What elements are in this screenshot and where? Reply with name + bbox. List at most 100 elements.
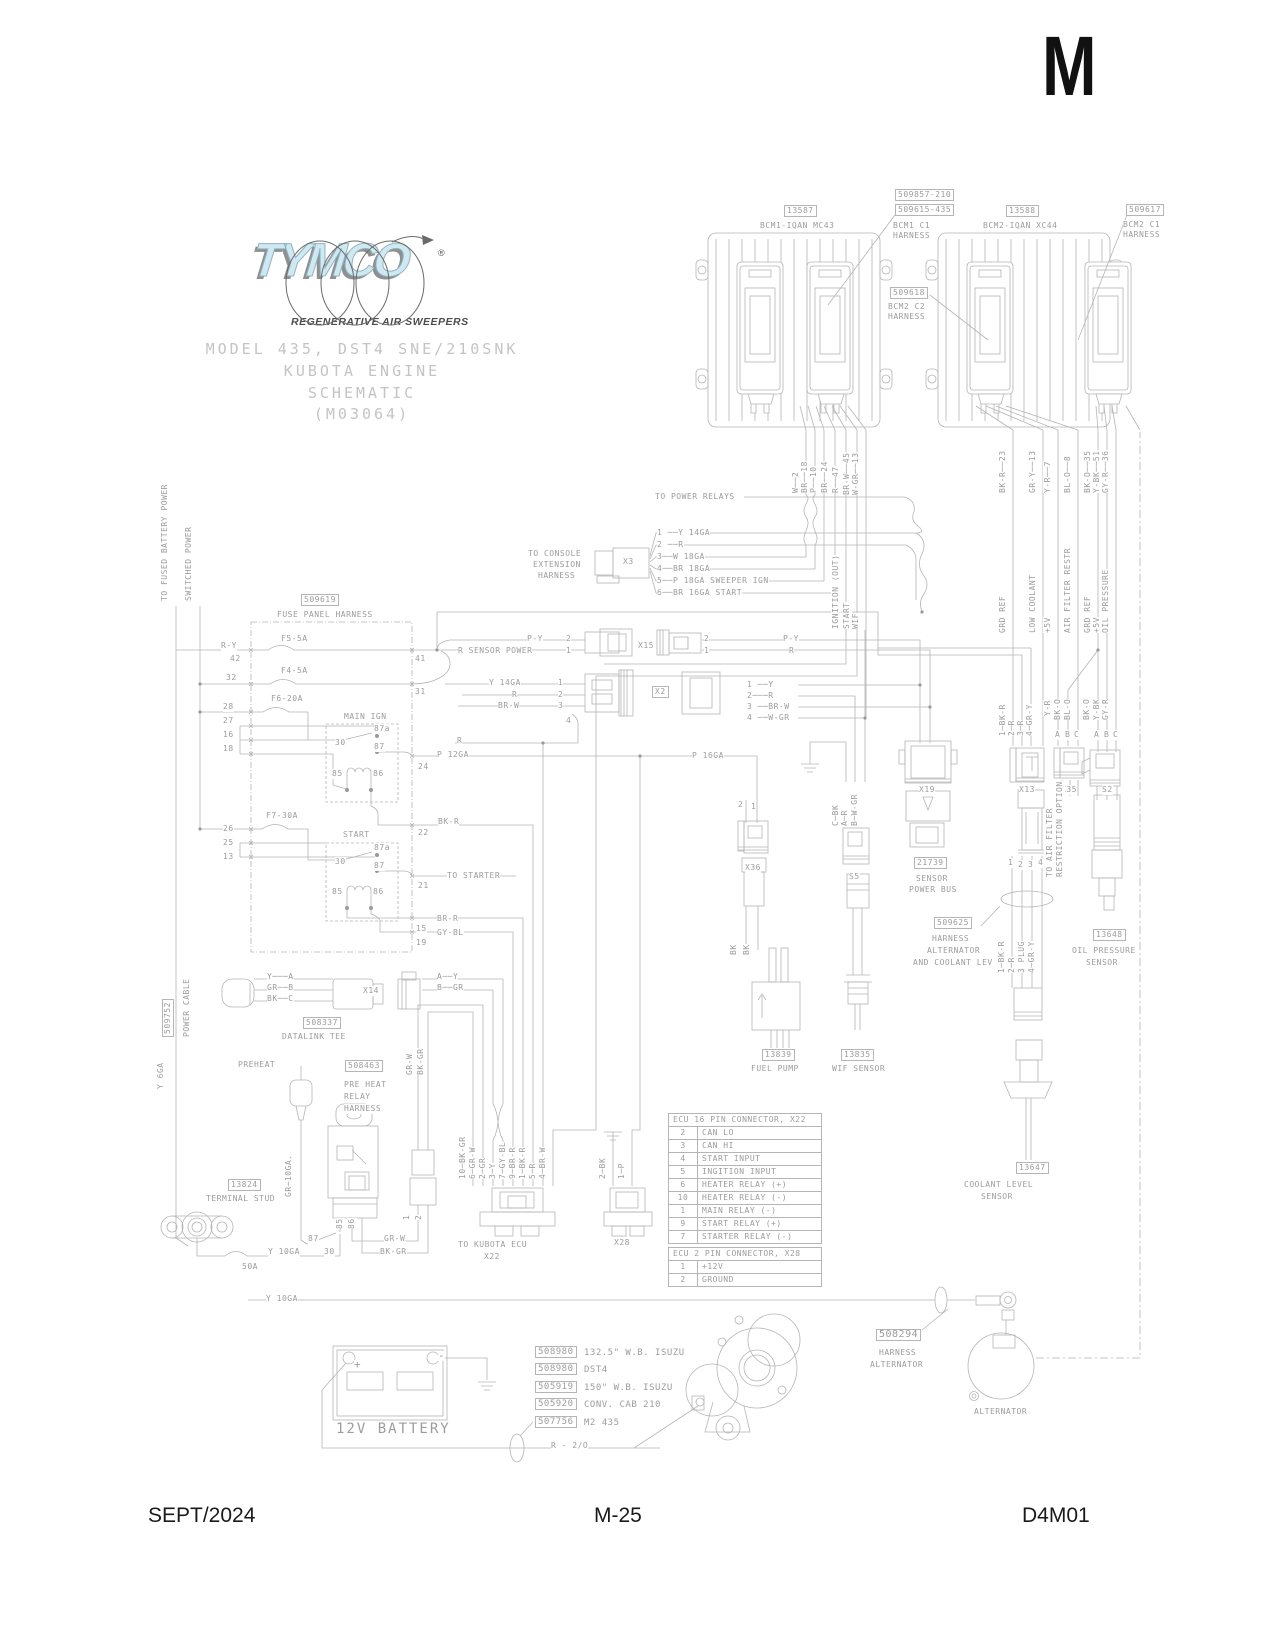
pin-number-cell: 2 — [668, 1126, 698, 1140]
fuse-label: F6-20A — [271, 694, 303, 704]
diagram-label: BCM2 C2 — [888, 302, 926, 312]
diagram-label: BR-R — [437, 914, 459, 924]
part-desc-label: M2 435 — [584, 1418, 620, 1428]
diagram-label: BK-O — [1053, 698, 1063, 720]
diagram-label: R — [512, 690, 518, 700]
pin-number-cell: 5 — [668, 1165, 698, 1179]
diagram-label: 30 — [335, 738, 346, 748]
diagram-label: PREHEAT — [238, 1060, 276, 1070]
diagram-label: 31 — [415, 687, 426, 697]
diagram-label: 86 — [373, 769, 384, 779]
logo-tagline: REGENERATIVE AIR SWEEPERS — [291, 316, 469, 328]
diagram-label: 85 — [335, 1218, 345, 1229]
diagram-label: TO KUBOTA ECU — [458, 1240, 528, 1250]
diagram-label: A — [1094, 730, 1100, 740]
connector-label-x36: X36 — [745, 863, 761, 873]
diagram-label: HARNESS — [888, 312, 926, 322]
diagram-label: SENSOR — [981, 1192, 1013, 1202]
diagram-label: HARNESS — [1123, 230, 1161, 240]
diagram-label: OIL PRESSURE — [1101, 569, 1111, 633]
diagram-label: Y───A — [267, 972, 294, 982]
diagram-label: 1 — [566, 646, 572, 656]
part-label: 21739 — [914, 857, 947, 869]
diagram-label: A — [1055, 730, 1061, 740]
connector-label-x19: X19 — [919, 785, 935, 795]
diagram-label: BCM2 C1 — [1123, 220, 1161, 230]
pin-number-cell: 2 — [668, 1273, 698, 1287]
diagram-label: R SENSOR POWER — [458, 646, 533, 656]
diagram-label: P──10 — [809, 466, 819, 493]
diagram-label: B — [1065, 730, 1071, 740]
diagram-label: P 12GA — [437, 750, 469, 760]
diagram-label: A─R — [840, 810, 850, 826]
pin-function-cell: HEATER RELAY (-) — [697, 1191, 822, 1205]
diagram-label: 26 — [223, 824, 234, 834]
diagram-label: R — [789, 646, 795, 656]
diagram-label: BK — [729, 944, 739, 955]
diagram-label: A──Y — [437, 972, 459, 982]
pin-number-cell: 1 — [668, 1204, 698, 1218]
diagram-label: BK-R — [438, 817, 460, 827]
diagram-label: Y 14GA — [489, 678, 521, 688]
diagram-label: POWER CABLE — [182, 978, 192, 1037]
diagram-label: COOLANT LEVEL — [964, 1180, 1034, 1190]
diagram-label: GR-W — [384, 1234, 406, 1244]
part-desc-label: CONV. CAB 210 — [584, 1400, 661, 1410]
connector-label-x2: X2 — [652, 686, 669, 698]
part-label: 509625 — [934, 917, 972, 929]
diagram-label: 86 — [347, 1218, 357, 1229]
diagram-label: 4─BR-W — [538, 1147, 548, 1179]
tymco-logo: TYMCO — [250, 233, 411, 287]
diagram-label: Y-R──7 — [1043, 461, 1053, 493]
diagram-label: - — [438, 1349, 446, 1362]
diagram-label: 30 — [324, 1247, 335, 1257]
pin-function-cell: START INPUT — [697, 1152, 822, 1166]
part-label: 509618 — [890, 287, 928, 299]
diagram-label: HARNESS — [893, 231, 931, 241]
diagram-label: 1 — [558, 678, 564, 688]
diagram-label: BK-GR — [416, 1048, 426, 1075]
diagram-label: 1─BK-R — [518, 1147, 528, 1179]
part-label: 508337 — [303, 1017, 341, 1029]
diagram-label: GR-Y──13 — [1028, 450, 1038, 493]
part-label: 509619 — [301, 594, 339, 606]
pin-function-cell: CAN HI — [697, 1139, 822, 1153]
diagram-label: 4 — [566, 716, 572, 726]
diagram-label: Y 10GA — [266, 1294, 298, 1304]
diagram-label: GY-BL — [437, 928, 464, 938]
diagram-label: 85 — [332, 769, 343, 779]
diagram-label: 4──BR 18GA — [657, 564, 711, 574]
part-number-label: 508980 — [535, 1363, 577, 1375]
diagram-label: 3─Y — [488, 1163, 498, 1179]
connector-label-x22: X22 — [484, 1252, 500, 1262]
diagram-label: SWITCHED POWER — [184, 526, 194, 601]
part-label: 13835 — [841, 1049, 874, 1061]
diagram-label: 87a — [374, 843, 390, 853]
diagram-label: 16 — [223, 730, 234, 740]
pin-function-cell: START RELAY (+) — [697, 1217, 822, 1231]
diagram-label: BK-O — [1082, 698, 1092, 720]
diagram-label: HARNESS — [538, 571, 576, 581]
diagram-label: 2───R — [747, 691, 774, 701]
diagram-label: 3──W 18GA — [657, 552, 705, 562]
diagram-label: + — [354, 1358, 362, 1371]
part-label: 509617 — [1126, 204, 1164, 216]
diagram-label: HARNESS — [344, 1104, 382, 1114]
diagram-label: 2 — [704, 634, 710, 644]
diagram-label: 2 — [1018, 860, 1024, 870]
pin-number-cell: 9 — [668, 1217, 698, 1231]
diagram-label: GY-R──36 — [1101, 450, 1111, 493]
diagram-label: 5──P 18GA SWEEPER IGN — [657, 576, 769, 586]
part-label: 509752 — [162, 999, 174, 1037]
diagram-label: 6──BR 16GA START — [657, 588, 743, 598]
pin-number-cell: 6 — [668, 1178, 698, 1192]
diagram-label: Y 10GA — [268, 1247, 300, 1257]
diagram-label: 2 — [566, 634, 572, 644]
diagram-label: BL-O — [1063, 698, 1073, 720]
diagram-label: HARNESS — [932, 934, 970, 944]
diagram-label: R-Y — [221, 641, 237, 651]
diagram-label: SENSOR — [916, 874, 948, 884]
diagram-label: 18 — [223, 744, 234, 754]
diagram-label: 2 — [558, 690, 564, 700]
